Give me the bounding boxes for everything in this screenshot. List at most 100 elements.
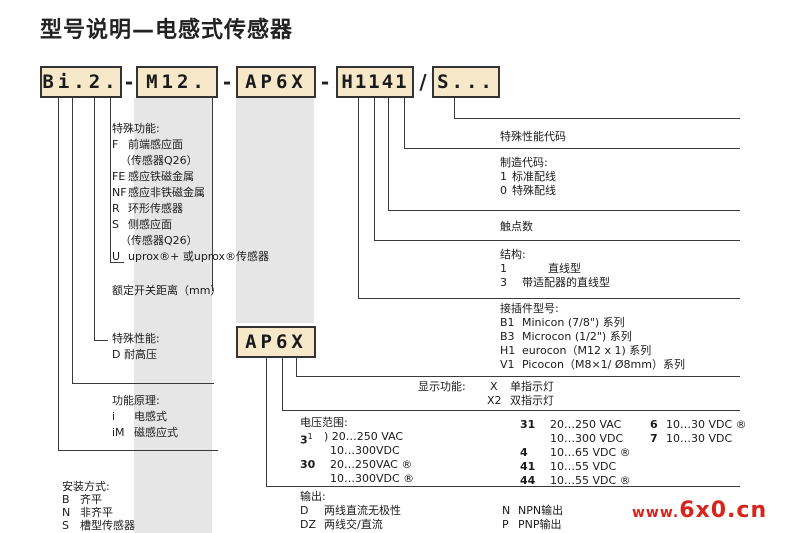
connector-text: Microcon (1/2") 系列 — [522, 330, 632, 343]
output-code: P — [502, 518, 509, 531]
voltage-code: 4 — [520, 446, 528, 459]
output-text: 两线交/直流 — [324, 518, 383, 531]
connector-line — [296, 376, 740, 377]
grey-band-1 — [134, 98, 212, 533]
special-function-code: F — [112, 138, 119, 151]
function-principle-code: iM — [112, 426, 125, 439]
connector-line — [282, 410, 740, 411]
mounting-text: 齐平 — [80, 493, 102, 506]
voltage-text: ) 20…250 VAC — [324, 430, 404, 443]
mounting-text: 非齐平 — [80, 506, 113, 519]
connector-line — [374, 98, 375, 240]
special-performance-heading: 特殊性能: — [112, 332, 160, 345]
connector-line — [58, 450, 218, 451]
output-heading: 输出: — [300, 490, 326, 503]
connector-line — [404, 148, 740, 149]
special-function-text: 感应铁磁金属 — [128, 170, 194, 183]
special-function-text: 前端感应面 — [128, 138, 183, 151]
voltage-text: 10…300VDC ® — [330, 472, 415, 485]
connector-line — [110, 262, 124, 263]
connector-line — [266, 356, 267, 486]
function-principle-heading: 功能原理: — [112, 394, 160, 407]
display-text: 双指示灯 — [510, 394, 554, 407]
voltage-code: 31 — [300, 432, 313, 447]
connector-line — [266, 486, 740, 487]
connector-line — [296, 356, 297, 376]
mounting-code: B — [62, 493, 70, 506]
function-principle-text: 电感式 — [134, 410, 167, 423]
voltage-heading: 电压范围: — [300, 416, 348, 429]
connector-text: Minicon (7/8") 系列 — [522, 316, 625, 329]
connector-line — [454, 98, 455, 118]
manufacture-text: 特殊配线 — [512, 184, 556, 197]
function-principle-text: 磁感应式 — [134, 426, 178, 439]
connector-text: Picocon（M8×1/ Ø8mm）系列 — [522, 358, 685, 371]
connector-line — [72, 383, 214, 384]
special-function-code: NF — [112, 186, 127, 199]
manufacture-code: 1 — [500, 170, 507, 183]
output-code: N — [502, 504, 511, 517]
voltage-text: 10…55 VDC — [550, 460, 617, 473]
display-code: X — [490, 380, 498, 393]
code-dash-2: - — [222, 70, 232, 94]
structure-text: 带适配器的直线型 — [522, 276, 610, 289]
voltage-text: 20…250VAC ® — [330, 458, 413, 471]
mounting-text: 槽型传感器 — [80, 519, 135, 532]
manufacture-code-heading: 制造代码: — [500, 156, 548, 169]
connector-line — [94, 340, 108, 341]
output-code: DZ — [300, 518, 317, 531]
code-segment-special: S... — [432, 66, 500, 98]
voltage-text: 10…300 VDC — [550, 432, 624, 445]
connector-heading: 接插件型号: — [500, 302, 559, 315]
voltage-code: 41 — [520, 460, 536, 473]
code-dash-3: - — [320, 70, 330, 94]
special-function-code: FE — [112, 170, 126, 183]
connector-line — [374, 240, 740, 241]
connector-line — [110, 98, 111, 263]
connector-line — [212, 98, 213, 291]
connector-line — [358, 98, 359, 298]
code-segment-size: M12. — [136, 66, 218, 98]
connector-line — [388, 210, 740, 211]
voltage-code: 6 — [650, 418, 658, 431]
connector-code: B3 — [500, 330, 515, 343]
display-code: X2 — [487, 394, 502, 407]
connector-line — [72, 98, 73, 383]
function-principle-code: i — [112, 410, 116, 423]
structure-text: 直线型 — [548, 262, 581, 275]
connector-code: H1 — [500, 344, 516, 357]
output-text: 两线直流无极性 — [324, 504, 401, 517]
code-slash: / — [419, 70, 427, 94]
code-segment-bi: Bi.2. — [40, 66, 122, 98]
connector-line — [58, 98, 59, 450]
manufacture-code: 0 — [500, 184, 507, 197]
output-text: PNP输出 — [518, 518, 562, 531]
voltage-text: 10…30 VDC ® — [666, 418, 747, 431]
watermark: www.6x0.cn — [632, 498, 768, 523]
special-function-text: 感应非铁磁金属 — [128, 186, 205, 199]
connector-text: eurocon（M12 x 1) 系列 — [522, 344, 652, 357]
voltage-text: 10…300VDC — [330, 444, 400, 457]
special-function-text: （传感器Q26） — [120, 234, 198, 247]
output-text: NPN输出 — [518, 504, 564, 517]
special-functions-heading: 特殊功能: — [112, 122, 160, 135]
code-dash-1: - — [124, 70, 134, 94]
display-text: 单指示灯 — [510, 380, 554, 393]
special-function-code: S — [112, 218, 119, 231]
connector-line — [404, 98, 405, 148]
connector-code: B1 — [500, 316, 515, 329]
voltage-code: 31 — [520, 418, 536, 431]
mounting-code: S — [62, 519, 69, 532]
special-function-code: R — [112, 202, 120, 215]
special-code-label: 特殊性能代码 — [500, 130, 566, 143]
special-function-text: 环形传感器 — [128, 202, 183, 215]
mounting-code: N — [62, 506, 71, 519]
voltage-text: 10…55 VDC ® — [550, 474, 631, 487]
connector-line — [358, 298, 740, 299]
code-segment-electrical: AP6X — [236, 66, 316, 98]
special-function-text: （传感器Q26） — [120, 154, 198, 167]
special-function-code: U — [112, 250, 121, 263]
voltage-code: 30 — [300, 458, 316, 471]
code-segment-electrical-detail: AP6X — [236, 326, 316, 358]
structure-code: 1 — [500, 262, 507, 275]
